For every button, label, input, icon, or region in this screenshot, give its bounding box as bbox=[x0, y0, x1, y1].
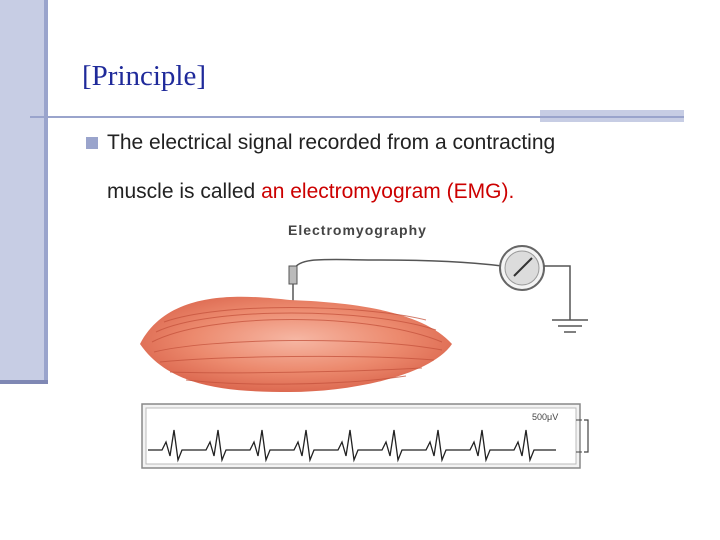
scale-label: 500μV bbox=[532, 412, 558, 422]
electrode-icon bbox=[288, 265, 298, 285]
emg-trace-panel: 500μV bbox=[141, 403, 589, 469]
figure-caption: Electromyography bbox=[288, 222, 427, 238]
bullet-text-line-1: The electrical signal recorded from a co… bbox=[107, 131, 556, 154]
scale-bar-icon bbox=[584, 419, 589, 453]
electrode-wire bbox=[293, 258, 503, 271]
ground-symbol-icon bbox=[544, 265, 588, 333]
emg-illustration: Electromyography bbox=[140, 222, 589, 469]
side-decoration-bar bbox=[0, 0, 48, 384]
side-decoration-edge bbox=[44, 0, 48, 384]
emg-figure: Electromyography bbox=[130, 216, 600, 476]
emg-highlight-text: an electromyogram (EMG). bbox=[261, 180, 515, 203]
slide-title: [Principle] bbox=[82, 60, 207, 92]
bullet-text-line-2: muscle is called an electromyogram (EMG)… bbox=[107, 180, 514, 204]
bullet-square-icon bbox=[86, 137, 98, 149]
title-rule bbox=[30, 116, 684, 118]
muscle-illustration bbox=[140, 296, 452, 392]
emg-trace-line bbox=[148, 429, 556, 463]
voltmeter-icon bbox=[499, 245, 545, 291]
side-decoration-bottom bbox=[0, 380, 48, 384]
bullet-text-prefix: muscle is called bbox=[107, 180, 262, 203]
